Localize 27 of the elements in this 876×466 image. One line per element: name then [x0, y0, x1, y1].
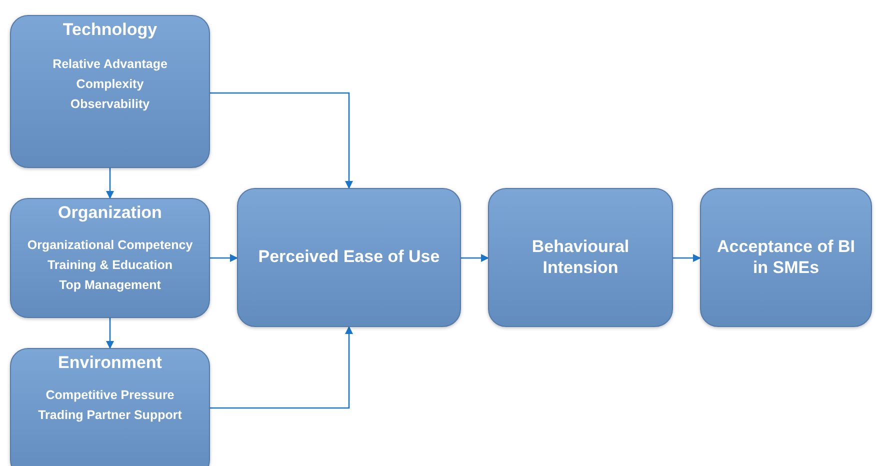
factor-text: Organizational Competency	[27, 237, 193, 254]
arrow	[106, 318, 114, 349]
factor-text: Top Management	[59, 277, 161, 294]
process-box	[10, 348, 210, 466]
process-box	[10, 198, 210, 318]
arrow	[461, 254, 489, 262]
arrow	[210, 254, 238, 262]
process-box	[237, 188, 461, 327]
arrow	[106, 168, 114, 199]
factor-text: Observability	[70, 96, 150, 114]
factor-text: Trading Partner Support	[38, 407, 182, 424]
factor-text: Training & Education	[47, 257, 172, 274]
arrow	[210, 92, 353, 189]
factor-text: Competitive Pressure	[46, 387, 174, 404]
box-title: Organization	[58, 203, 162, 224]
box-title: Behavioural Intension	[530, 237, 630, 278]
process-box	[10, 15, 210, 168]
factor-text: Relative Advantage	[52, 56, 168, 74]
box-title: Acceptance of BI in SMEs	[716, 237, 856, 278]
process-box	[488, 188, 673, 327]
box-title: Perceived Ease of Use	[258, 247, 440, 268]
process-box	[700, 188, 872, 327]
box-title: Technology	[62, 20, 158, 40]
factor-text: Complexity	[76, 76, 144, 94]
box-title: Environment	[58, 353, 162, 374]
arrow	[673, 254, 701, 262]
arrow	[210, 326, 353, 409]
